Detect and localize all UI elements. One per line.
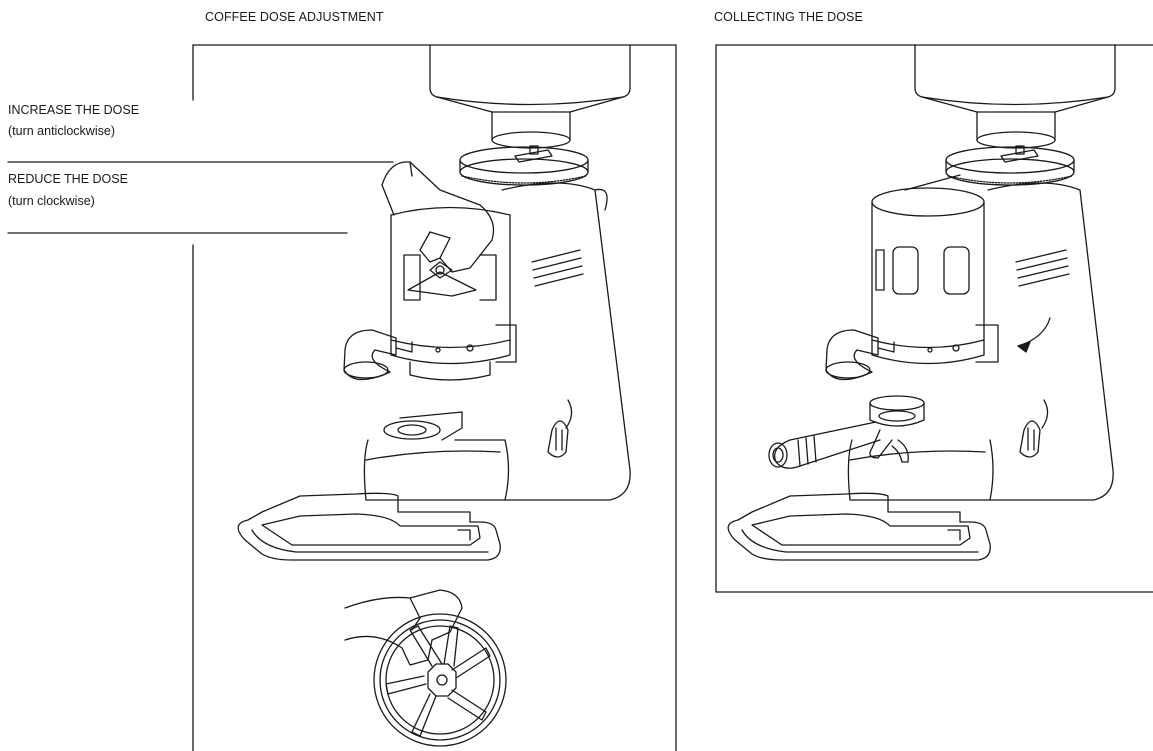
right-panel-frame bbox=[715, 44, 1153, 593]
reduce-dose-hint: (turn clockwise) bbox=[8, 194, 95, 208]
right-panel-title: COLLECTING THE DOSE bbox=[714, 10, 863, 24]
reduce-dose-label: REDUCE THE DOSE bbox=[8, 172, 128, 186]
left-grinder bbox=[237, 44, 631, 561]
left-panel-title: COFFEE DOSE ADJUSTMENT bbox=[205, 10, 384, 24]
increase-dose-label: INCREASE THE DOSE bbox=[8, 103, 140, 117]
left-panel-frame bbox=[192, 44, 677, 751]
dose-wheel-detail bbox=[344, 589, 507, 747]
increase-dose-hint: (turn anticlockwise) bbox=[8, 124, 115, 138]
right-grinder bbox=[727, 44, 1116, 561]
